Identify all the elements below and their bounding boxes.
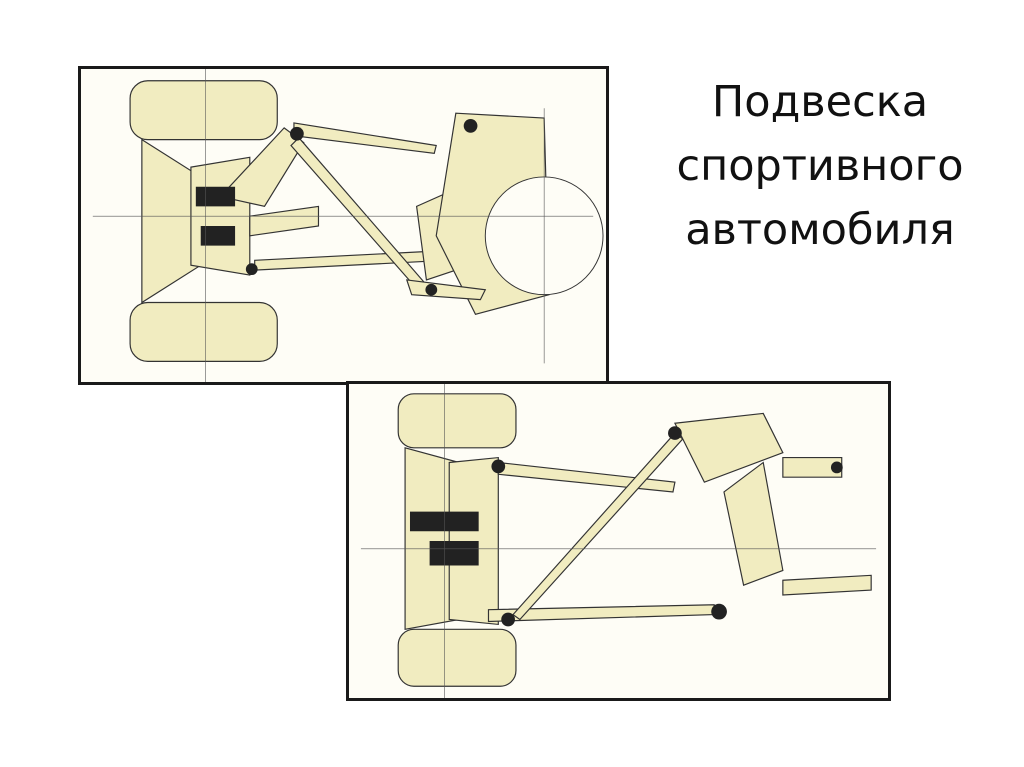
- front-suspension-drawing: [78, 66, 609, 385]
- front-suspension-diagram-icon: [92, 69, 604, 382]
- title-line-3: автомобиля: [685, 205, 955, 255]
- slide-title: Подвеска спортивного автомобиля: [640, 70, 1000, 262]
- tire-top: [129, 80, 278, 141]
- title-line-2: спортивного: [676, 141, 964, 191]
- rear-suspension-drawing: [346, 381, 891, 701]
- tire-bottom: [129, 301, 278, 362]
- rear-suspension-diagram-icon: [360, 384, 877, 698]
- title-line-1: Подвеска: [711, 77, 929, 127]
